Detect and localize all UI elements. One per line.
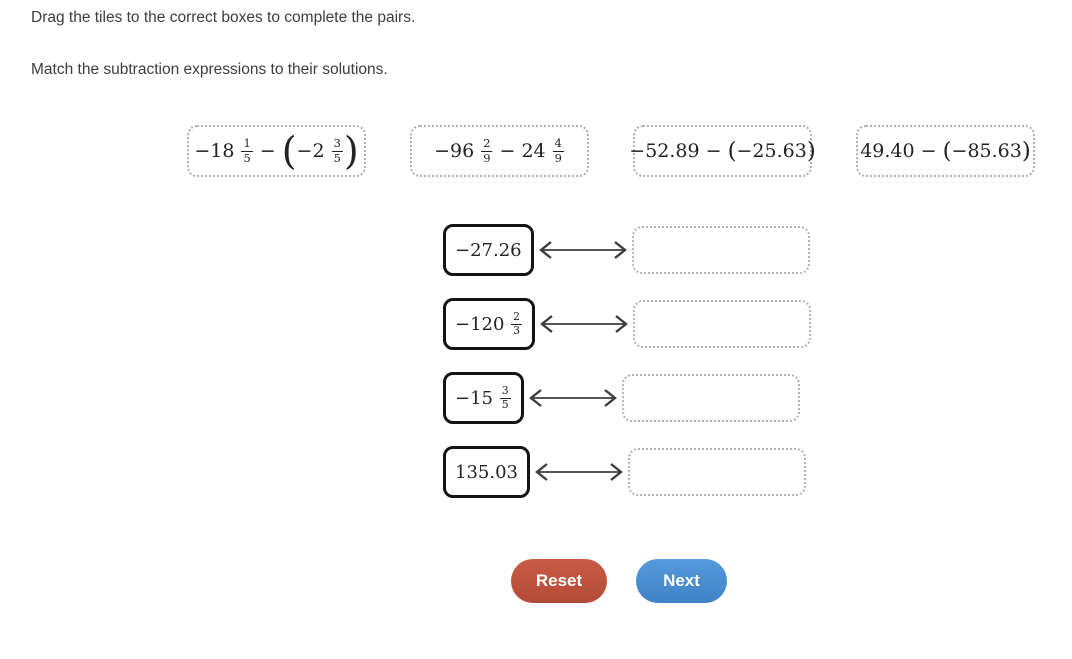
instruction-secondary: Match the subtraction expressions to the… (31, 61, 388, 78)
instruction-primary: Drag the tiles to the correct boxes to c… (31, 9, 416, 26)
drop-box-2[interactable] (633, 300, 812, 348)
next-button[interactable]: Next (636, 559, 727, 603)
reset-button[interactable]: Reset (511, 559, 607, 603)
double-arrow-icon (538, 241, 627, 259)
tile-expression-3[interactable]: −52.89 − (−25.63) (629, 125, 816, 177)
drop-box-1[interactable] (631, 226, 810, 274)
pair-row-4: 135.03 (443, 446, 811, 498)
action-buttons: Reset Next (511, 559, 727, 603)
double-arrow-icon (535, 463, 623, 481)
pair-row-1: −27.26 (443, 224, 811, 276)
drop-box-4[interactable] (627, 448, 806, 496)
double-arrow-icon (540, 315, 628, 333)
solution-value-4: 135.03 (443, 446, 530, 498)
solution-value-1: −27.26 (443, 224, 534, 276)
double-arrow-icon (528, 389, 617, 407)
tile-expression-4[interactable]: 49.40 − (−85.63) (856, 125, 1035, 177)
drop-box-3[interactable] (621, 374, 800, 422)
